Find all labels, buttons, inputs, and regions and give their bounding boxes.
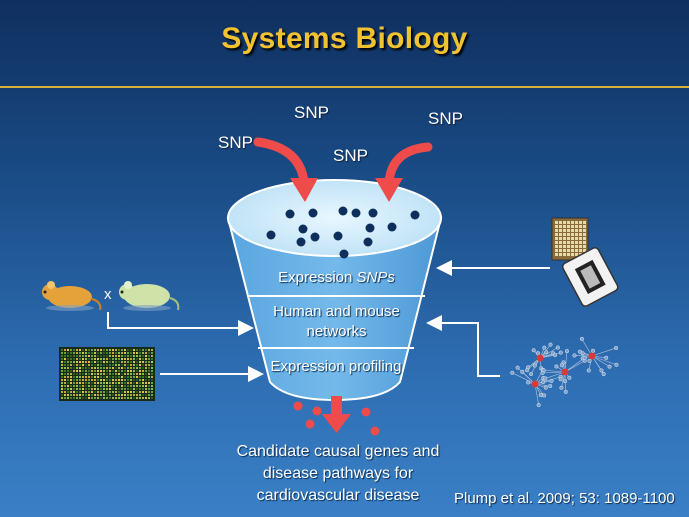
- network-arrow: [426, 315, 500, 377]
- slide-title: Systems Biology: [221, 22, 468, 55]
- mouse-cross-arrow: [107, 312, 254, 336]
- microarray-image: [59, 347, 155, 401]
- mouse-icon-left: [42, 281, 102, 311]
- title-divider: [0, 86, 689, 88]
- snp-label-3: SNP: [218, 133, 253, 152]
- network-diagram: [510, 336, 619, 408]
- tier-label-expression-profiling: Expression profiling: [270, 358, 402, 375]
- citation: Plump et al. 2009; 53: 1089-1100: [454, 490, 675, 507]
- output-arrow: [322, 396, 351, 433]
- snp-dots: [266, 206, 420, 259]
- tier-label-expression-snps: Expression SNPs: [278, 269, 395, 286]
- funnel-top: [227, 179, 442, 257]
- mouse-icon-right: [119, 281, 180, 311]
- snp-arrow-right: [375, 142, 433, 202]
- genechip-icon: [551, 217, 619, 307]
- snp-label-2: SNP: [428, 109, 463, 128]
- snp-label-4: SNP: [333, 146, 368, 165]
- outcome-text: Candidate causal genes and disease pathw…: [236, 443, 440, 504]
- cross-symbol: x: [104, 286, 112, 303]
- snp-label-1: SNP: [294, 103, 329, 122]
- output-dots: [293, 401, 380, 436]
- snp-arrow-left: [253, 137, 318, 202]
